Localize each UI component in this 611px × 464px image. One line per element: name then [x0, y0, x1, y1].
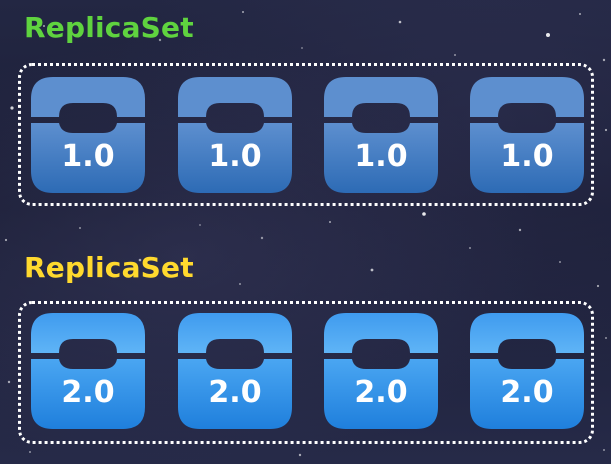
pod-v2-1: 2.0	[31, 313, 145, 429]
pod-version-label: 2.0	[61, 375, 115, 410]
pod-v1-1: 1.0	[31, 77, 145, 193]
pod-v1-3: 1.0	[324, 77, 438, 193]
pod-icon	[178, 313, 292, 429]
pod-version-label: 2.0	[208, 375, 262, 410]
pod-version-label: 1.0	[354, 139, 408, 174]
pod-version-label: 1.0	[208, 139, 262, 174]
pod-version-label: 1.0	[61, 139, 115, 174]
pod-icon	[470, 77, 584, 193]
replicaset-group-v1	[18, 63, 594, 206]
pod-version-label: 1.0	[500, 139, 554, 174]
replicaset-title-v2: ReplicaSet	[24, 251, 194, 284]
pod-v2-3: 2.0	[324, 313, 438, 429]
pod-icon	[324, 313, 438, 429]
replicaset-title-v1: ReplicaSet	[24, 11, 194, 44]
pod-icon	[31, 77, 145, 193]
pod-icon	[31, 313, 145, 429]
pod-icon	[470, 313, 584, 429]
pod-v1-2: 1.0	[178, 77, 292, 193]
pod-v2-4: 2.0	[470, 313, 584, 429]
pod-version-label: 2.0	[500, 375, 554, 410]
replicaset-group-v2	[18, 301, 594, 444]
pod-icon	[324, 77, 438, 193]
pod-icon	[178, 77, 292, 193]
pod-version-label: 2.0	[354, 375, 408, 410]
pod-v1-4: 1.0	[470, 77, 584, 193]
pod-v2-2: 2.0	[178, 313, 292, 429]
